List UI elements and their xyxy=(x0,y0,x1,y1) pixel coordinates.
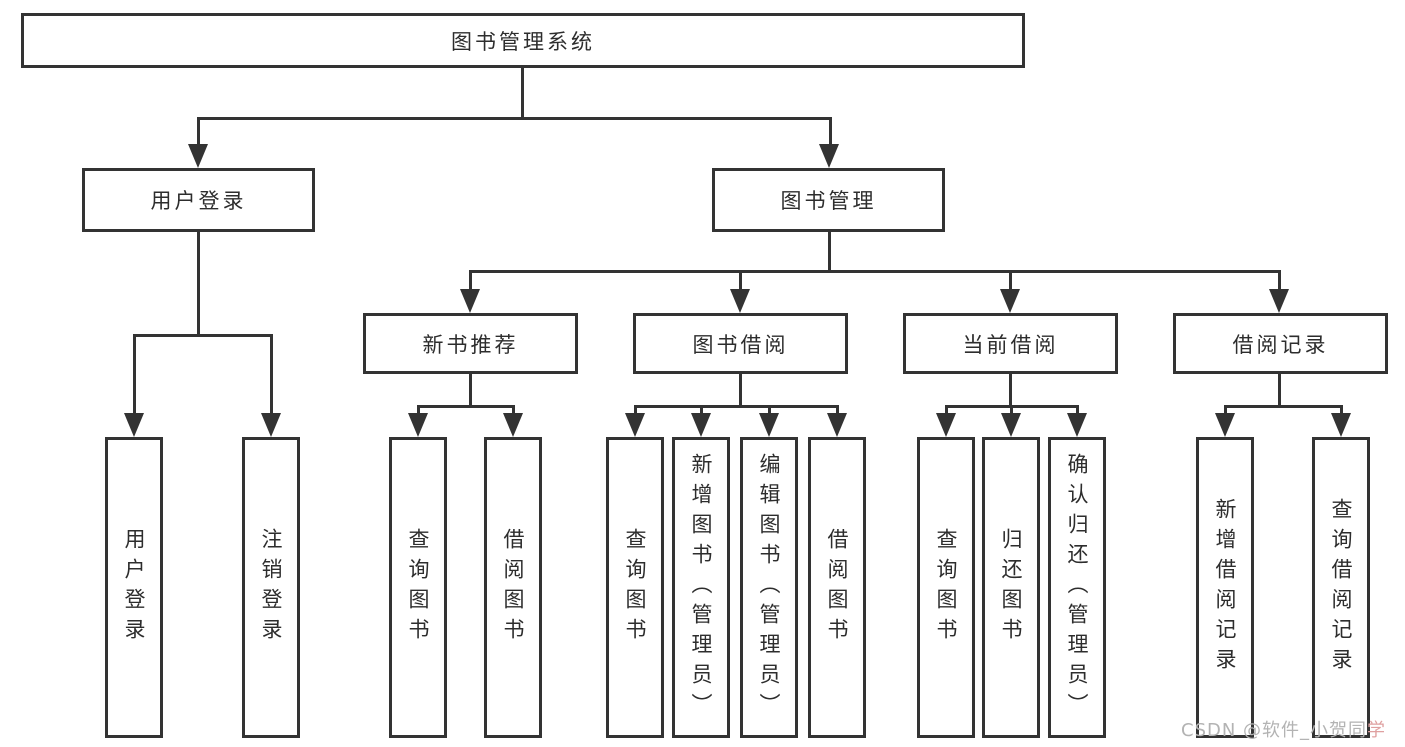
connector-line xyxy=(836,405,839,416)
connector-line xyxy=(197,117,831,120)
connector-line xyxy=(1076,405,1079,416)
arrowhead-icon xyxy=(819,144,839,168)
leaf-current-confirm-admin-label: 确认归还（管理员） xyxy=(1065,452,1089,723)
leaf-current-search: 查询图书 xyxy=(917,437,975,738)
connector-line xyxy=(469,270,1281,273)
arrowhead-icon xyxy=(188,144,208,168)
arrowhead-icon xyxy=(936,413,956,437)
leaf-logout: 注销登录 xyxy=(242,437,300,738)
connector-line xyxy=(700,405,703,416)
connector-line xyxy=(512,405,515,416)
arrowhead-icon xyxy=(1215,413,1235,437)
leaf-borrow-add-admin-label: 新增图书（管理员） xyxy=(689,452,713,723)
leaf-borrow-search: 查询图书 xyxy=(606,437,664,738)
leaf-current-return-label: 归还图书 xyxy=(999,527,1023,648)
arrowhead-icon xyxy=(827,413,847,437)
node-root: 图书管理系统 xyxy=(21,13,1025,68)
arrowhead-icon xyxy=(261,413,281,437)
connector-line xyxy=(1224,405,1342,408)
csdn-watermark: CSDN @软件_小贺同学 xyxy=(1181,716,1386,742)
leaf-logout-label: 注销登录 xyxy=(259,527,283,648)
leaf-record-add-label: 新增借阅记录 xyxy=(1213,497,1237,678)
leaf-current-search-label: 查询图书 xyxy=(934,527,958,648)
node-current-borrow: 当前借阅 xyxy=(903,313,1118,374)
arrowhead-icon xyxy=(1331,413,1351,437)
connector-line xyxy=(417,405,420,416)
connector-line xyxy=(768,405,771,416)
connector-line xyxy=(521,68,524,118)
leaf-newbook-search: 查询图书 xyxy=(389,437,447,738)
connector-line xyxy=(1278,374,1281,407)
leaf-borrow-search-label: 查询图书 xyxy=(623,527,647,648)
connector-line xyxy=(133,334,273,337)
connector-line xyxy=(197,232,200,336)
connector-line xyxy=(197,117,200,148)
leaf-newbook-borrow: 借阅图书 xyxy=(484,437,542,738)
arrowhead-icon xyxy=(460,289,480,313)
connector-line xyxy=(634,405,637,416)
leaf-borrow-add-admin: 新增图书（管理员） xyxy=(672,437,730,738)
node-borrow-records: 借阅记录 xyxy=(1173,313,1388,374)
connector-line xyxy=(739,270,742,292)
arrowhead-icon xyxy=(1001,413,1021,437)
connector-line xyxy=(739,374,742,407)
arrowhead-icon xyxy=(1067,413,1087,437)
arrowhead-icon xyxy=(691,413,711,437)
arrowhead-icon xyxy=(408,413,428,437)
connector-line xyxy=(417,405,514,408)
connector-line xyxy=(1009,374,1012,407)
arrowhead-icon xyxy=(730,289,750,313)
leaf-record-add: 新增借阅记录 xyxy=(1196,437,1254,738)
node-user-login: 用户登录 xyxy=(82,168,315,232)
connector-line xyxy=(469,374,472,407)
connector-line xyxy=(828,232,831,272)
csdn-watermark-text: CSDN @软件_小贺同 xyxy=(1181,720,1368,741)
leaf-record-search-label: 查询借阅记录 xyxy=(1329,497,1353,678)
leaf-borrow-borrow: 借阅图书 xyxy=(808,437,866,738)
leaf-newbook-borrow-label: 借阅图书 xyxy=(501,527,525,648)
leaf-newbook-search-label: 查询图书 xyxy=(406,527,430,648)
arrowhead-icon xyxy=(1000,289,1020,313)
csdn-watermark-accent: 学 xyxy=(1367,720,1387,741)
connector-line xyxy=(829,117,832,148)
connector-line xyxy=(1009,270,1012,292)
node-new-book-recommend: 新书推荐 xyxy=(363,313,578,374)
connector-line xyxy=(469,270,472,292)
connector-line xyxy=(945,405,948,416)
connector-line xyxy=(1224,405,1227,416)
connector-line xyxy=(634,405,838,408)
leaf-user-login-label: 用户登录 xyxy=(122,527,146,648)
arrowhead-icon xyxy=(759,413,779,437)
leaf-current-return: 归还图书 xyxy=(982,437,1040,738)
connector-line xyxy=(133,334,136,418)
arrowhead-icon xyxy=(124,413,144,437)
leaf-record-search: 查询借阅记录 xyxy=(1312,437,1370,738)
leaf-current-confirm-admin: 确认归还（管理员） xyxy=(1048,437,1106,738)
leaf-user-login: 用户登录 xyxy=(105,437,163,738)
arrowhead-icon xyxy=(1269,289,1289,313)
node-book-borrow: 图书借阅 xyxy=(633,313,848,374)
connector-line xyxy=(1010,405,1013,416)
leaf-borrow-edit-admin-label: 编辑图书（管理员） xyxy=(757,452,781,723)
connector-line xyxy=(1278,270,1281,292)
arrowhead-icon xyxy=(503,413,523,437)
leaf-borrow-edit-admin: 编辑图书（管理员） xyxy=(740,437,798,738)
connector-line xyxy=(1340,405,1343,416)
arrowhead-icon xyxy=(625,413,645,437)
node-book-management: 图书管理 xyxy=(712,168,945,232)
leaf-borrow-borrow-label: 借阅图书 xyxy=(825,527,849,648)
connector-line xyxy=(270,334,273,418)
